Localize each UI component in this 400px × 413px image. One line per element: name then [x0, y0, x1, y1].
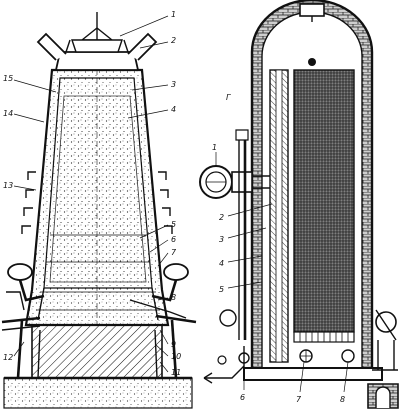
- right-label-4: 4: [219, 259, 224, 268]
- left-label-6: 6: [171, 235, 176, 244]
- hot-blast-stove-diagram: 1 2 3 4 5 6 7 8 Г: [199, 0, 399, 409]
- stray-mark: Г: [226, 93, 231, 102]
- left-label-10: 10: [171, 352, 181, 361]
- right-label-7: 7: [296, 395, 302, 404]
- shaft-cooling-rings: [21, 171, 173, 234]
- left-label-7: 7: [171, 248, 177, 257]
- bustle-pipe-left: [7, 263, 33, 281]
- right-leader-lines: [215, 152, 349, 393]
- left-label-14: 14: [3, 109, 13, 118]
- left-label-15: 15: [3, 74, 13, 83]
- blast-furnace-diagram: 1 2 3 4 5 6 7 8 9 10 11 12 13 14 15: [1, 10, 197, 409]
- right-label-8: 8: [340, 395, 345, 404]
- right-label-1: 1: [212, 143, 217, 152]
- chimney-valve: [341, 349, 355, 363]
- left-label-4: 4: [171, 105, 176, 114]
- right-label-6: 6: [240, 393, 245, 402]
- right-label-5: 5: [219, 285, 224, 294]
- left-label-3: 3: [171, 80, 176, 89]
- left-label-8: 8: [171, 293, 176, 302]
- right-label-3: 3: [219, 235, 224, 244]
- foundation-slab: [3, 377, 193, 409]
- left-label-9: 9: [171, 340, 176, 349]
- left-figure-labels: 1 2 3 4 5 6 7 8 9 10 11 12 13 14 15: [3, 10, 181, 377]
- left-label-13: 13: [3, 181, 13, 190]
- gas-offtake-left: [36, 32, 67, 61]
- left-label-1: 1: [171, 10, 176, 19]
- hearth-base: [31, 324, 163, 379]
- right-figure-labels: 1 2 3 4 5 6 7 8 Г: [212, 93, 345, 404]
- left-label-2: 2: [171, 36, 176, 45]
- tap-runner-left: [1, 316, 41, 324]
- left-label-11: 11: [171, 368, 181, 377]
- right-label-2: 2: [219, 213, 224, 222]
- left-label-5: 5: [171, 220, 176, 229]
- left-leader-lines: [13, 15, 169, 373]
- checker-brickwork: [293, 69, 355, 333]
- left-label-12: 12: [3, 353, 13, 362]
- gas-offtake-right: [127, 32, 158, 61]
- bustle-pipe-right: [163, 263, 189, 281]
